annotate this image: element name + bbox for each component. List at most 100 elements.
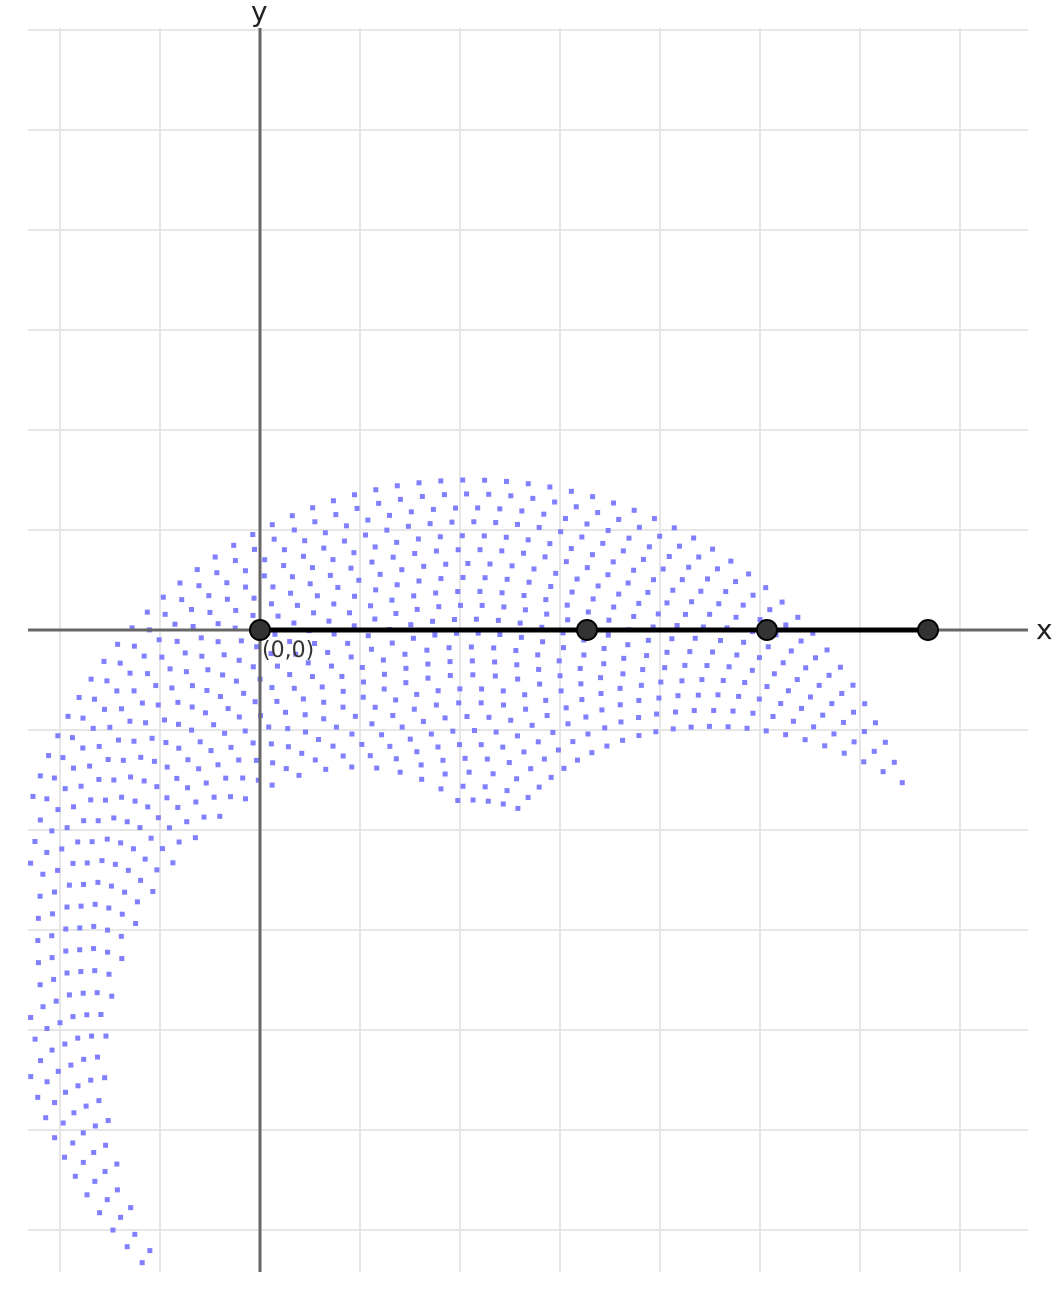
region-dot: [323, 766, 329, 772]
region-dot: [654, 711, 660, 717]
region-dot: [80, 1130, 86, 1136]
region-dot: [333, 724, 339, 730]
region-dot: [620, 548, 626, 554]
region-dot: [464, 491, 470, 497]
region-dot: [333, 512, 339, 518]
region-dot: [411, 706, 417, 712]
point-origin[interactable]: [249, 619, 271, 641]
region-dot: [486, 491, 492, 497]
region-dot: [233, 607, 239, 613]
region-dot: [563, 516, 569, 522]
region-dot: [78, 783, 84, 789]
region-dot: [415, 536, 421, 542]
region-dot: [433, 702, 439, 708]
region-dot: [670, 726, 676, 732]
region-dot: [70, 1140, 76, 1146]
region-dot: [131, 688, 137, 694]
region-dot: [71, 804, 77, 810]
region-dot: [519, 508, 525, 514]
region-dot: [574, 576, 580, 582]
region-dot: [683, 611, 689, 617]
region-dot: [650, 624, 656, 630]
region-dot: [189, 727, 195, 733]
region-dot: [92, 968, 98, 974]
region-dot: [749, 667, 755, 673]
region-dot: [698, 588, 704, 594]
region-dot: [764, 684, 770, 690]
point-p2[interactable]: [756, 619, 778, 641]
region-dot: [102, 797, 108, 803]
region-dot: [425, 675, 431, 681]
region-dot: [80, 715, 86, 721]
region-dot: [120, 757, 126, 763]
region-dot: [289, 574, 295, 580]
region-dot: [655, 611, 661, 617]
region-dot: [46, 753, 52, 759]
region-dot: [394, 483, 400, 489]
region-dot: [316, 736, 322, 742]
region-dot: [77, 925, 83, 931]
region-dot: [851, 739, 857, 745]
region-dot: [37, 817, 43, 823]
region-dot: [421, 563, 427, 569]
region-dot: [457, 742, 463, 748]
point-p3[interactable]: [917, 619, 939, 641]
region-dot: [560, 630, 566, 636]
region-dot: [810, 630, 816, 636]
region-dot: [75, 1035, 81, 1041]
region-dot: [55, 867, 61, 873]
region-dot: [28, 860, 34, 866]
region-dot: [44, 1026, 50, 1032]
region-dot: [779, 599, 785, 605]
region-dot: [636, 733, 642, 739]
region-dot: [321, 716, 327, 722]
region-dot: [130, 846, 136, 852]
region-dot: [341, 538, 347, 544]
region-dot: [535, 652, 541, 658]
region-dot: [134, 899, 140, 905]
region-dot: [506, 760, 512, 766]
region-dot: [114, 1187, 120, 1193]
point-p1[interactable]: [576, 619, 598, 641]
region-dot: [397, 496, 403, 502]
region-dot: [499, 548, 505, 554]
region-dot: [150, 888, 156, 894]
region-dot: [611, 604, 617, 610]
region-dot: [403, 665, 409, 671]
region-dot: [447, 659, 453, 665]
region-dot: [285, 726, 291, 732]
region-dot: [871, 748, 877, 754]
region-dot: [381, 686, 387, 692]
region-dot: [503, 478, 509, 484]
region-dot: [442, 715, 448, 721]
region-dot: [322, 530, 328, 536]
region-dot: [487, 561, 493, 567]
region-dot: [840, 719, 846, 725]
region-dot: [812, 655, 818, 661]
region-dot: [215, 621, 221, 627]
region-dot: [390, 554, 396, 560]
region-dot: [105, 927, 111, 933]
region-dot: [770, 713, 776, 719]
region-dot: [610, 559, 616, 565]
region-dot: [144, 609, 150, 615]
region-dot: [595, 583, 601, 589]
region-dot: [369, 559, 375, 565]
region-dot: [564, 602, 570, 608]
region-dot: [695, 692, 701, 698]
region-dot: [106, 971, 112, 977]
region-dot: [644, 653, 650, 659]
region-dot: [611, 500, 617, 506]
region-dot: [414, 749, 420, 755]
region-dot: [432, 632, 438, 638]
region-dot: [182, 650, 188, 656]
region-dot: [414, 606, 420, 612]
region-dot: [710, 546, 716, 552]
region-dot: [184, 819, 190, 825]
region-dot: [268, 651, 274, 657]
region-dot: [137, 825, 143, 831]
region-dot: [84, 860, 90, 866]
region-dot: [515, 676, 521, 682]
region-dot: [156, 637, 162, 643]
region-dot: [664, 649, 670, 655]
